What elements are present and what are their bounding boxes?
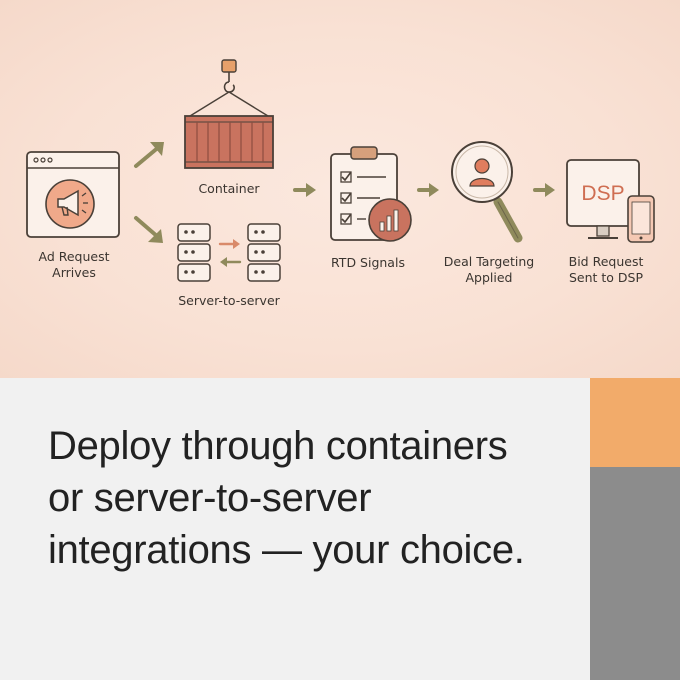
ad-request-label: Ad Request Arrives: [38, 249, 110, 280]
flow-diagram: DSP: [26, 59, 655, 282]
accent-block-gray: [590, 467, 680, 680]
bid-request-label: Bid Request Sent to DSP: [568, 254, 644, 285]
accent-block-orange: [590, 378, 680, 467]
megaphone-icon: [45, 179, 95, 229]
server-rack-icon: [247, 223, 281, 282]
phone-icon: [627, 195, 655, 243]
container-label: Container: [198, 181, 260, 196]
headline-panel: [0, 378, 590, 680]
crane-hook-icon: [189, 59, 269, 117]
headline-line-1: Deploy through containers: [48, 424, 508, 468]
flow-illustration: DSP Ad Request Arrives Container Server-…: [0, 0, 680, 378]
exchange-arrows-icon: [218, 239, 242, 267]
magnifier-person-icon: [451, 141, 523, 243]
bar-chart-icon: [368, 198, 412, 242]
deal-targeting-label: Deal Targeting Applied: [443, 254, 535, 285]
headline-line-2: or server-to-server: [48, 476, 372, 520]
monitor-icon: DSP: [566, 159, 640, 239]
shipping-container-icon: [184, 115, 274, 169]
arrow-right-icon: [293, 183, 316, 197]
monitor-dsp-text: DSP: [581, 182, 624, 205]
server-to-server-label: Server-to-server: [178, 293, 280, 308]
arrow-up-right-icon: [134, 142, 164, 168]
arrow-down-right-icon: [134, 216, 163, 243]
server-rack-icon: [177, 223, 211, 282]
headline: Deploy through containers or server-to-s…: [48, 420, 578, 576]
headline-line-3: integrations — your choice.: [48, 528, 525, 572]
rtd-signals-label: RTD Signals: [331, 255, 405, 270]
arrow-right-icon: [533, 183, 555, 197]
arrow-right-icon: [417, 183, 439, 197]
